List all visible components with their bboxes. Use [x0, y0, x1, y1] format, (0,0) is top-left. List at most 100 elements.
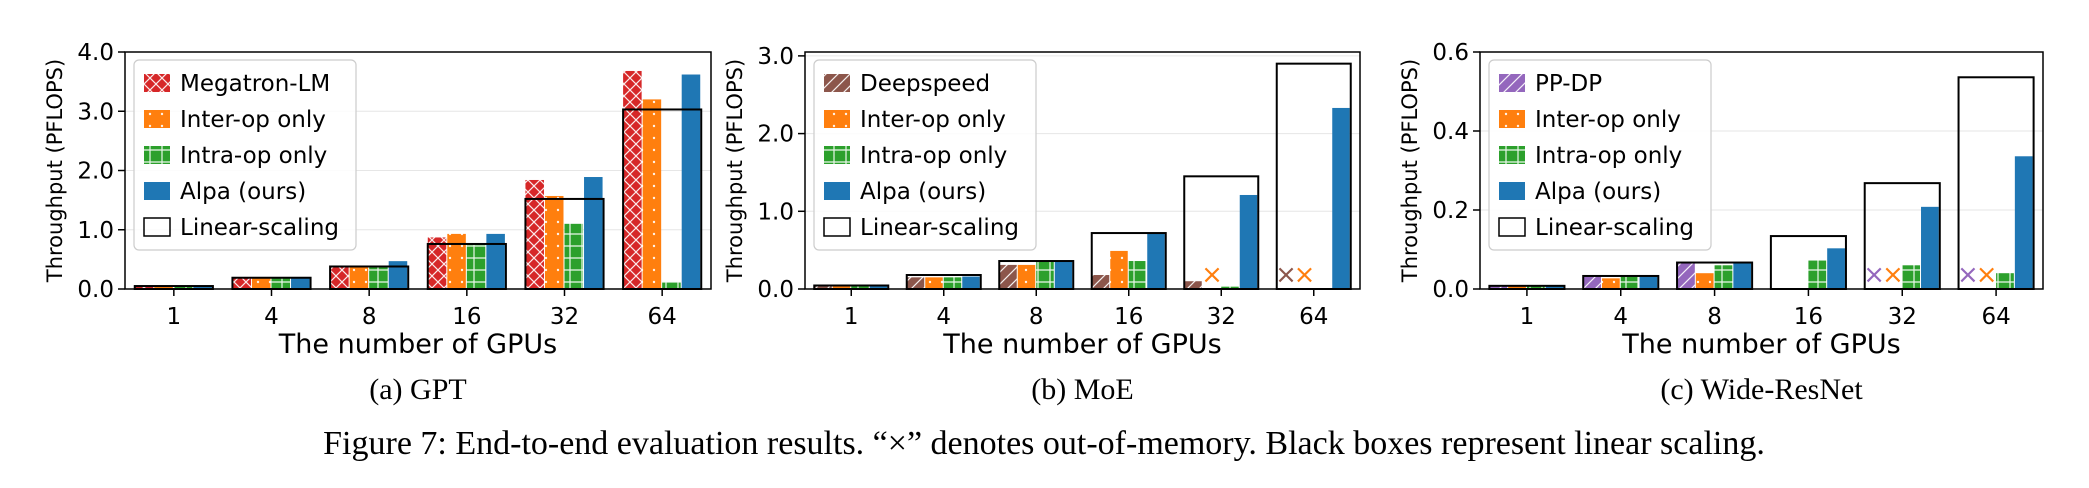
- y-tick-label: 0.0: [77, 277, 114, 303]
- bar-inter-op-only-4: [925, 277, 943, 289]
- bar-intra-op-only-1: [1526, 285, 1545, 289]
- legend-frame: [133, 59, 357, 251]
- bar-intra-op-only-1: [851, 285, 869, 289]
- x-tick-label: 64: [1981, 304, 2010, 330]
- x-tick-label: 8: [362, 304, 377, 330]
- x-axis-label: The number of GPUs: [942, 329, 1221, 360]
- bar-intra-op-only-4: [1620, 275, 1639, 289]
- bar-alpa-ours-1: [193, 286, 212, 289]
- bar-intra-op-only-4: [943, 277, 962, 289]
- legend-frame: [1488, 59, 1712, 251]
- bar-deepspeed-8: [999, 264, 1017, 289]
- legend-label-linear-scaling: Linear-scaling: [180, 215, 339, 241]
- oom-marker: ×: [1275, 260, 1297, 290]
- bar-alpa-ours-64: [2014, 156, 2033, 289]
- x-tick-label: 4: [1613, 304, 1628, 330]
- bar-pp-dp-4: [1583, 275, 1601, 289]
- bar-intra-op-only-1: [173, 286, 193, 289]
- y-tick-label: 2.0: [757, 122, 794, 148]
- legend-swatch-linear-scaling: [143, 217, 171, 237]
- bar-intra-op-only-32: [564, 223, 584, 289]
- x-tick-label: 4: [936, 304, 951, 330]
- legend-label-intra-op-only: Intra-op only: [1535, 143, 1682, 169]
- legend-label-pp-dp: PP-DP: [1535, 71, 1602, 97]
- y-tick-label: 3.0: [757, 44, 794, 70]
- bar-alpa-ours-64: [681, 74, 701, 289]
- bar-deepspeed-1: [814, 285, 832, 289]
- bar-megatron-lm-4: [232, 277, 251, 289]
- legend-swatch-alpa-ours: [1499, 182, 1525, 200]
- bar-inter-op-only-4: [1601, 278, 1620, 289]
- bar-alpa-ours-32: [1239, 194, 1258, 289]
- bar-intra-op-only-8: [369, 267, 388, 289]
- panel-subcaption: (c) Wide-ResNet: [1660, 373, 1863, 406]
- x-tick-label: 64: [1299, 304, 1328, 330]
- bar-megatron-lm-16: [427, 237, 447, 289]
- x-tick-label: 4: [264, 304, 279, 330]
- legend-label-megatron-lm: Megatron-LM: [180, 71, 330, 97]
- y-tick-label: 2.0: [77, 159, 114, 185]
- bar-intra-op-only-4: [271, 277, 291, 289]
- bar-inter-op-only-1: [832, 285, 851, 289]
- bar-pp-dp-1: [1489, 285, 1508, 289]
- y-tick-label: 0.6: [1432, 40, 1469, 66]
- legend-label-intra-op-only: Intra-op only: [860, 143, 1007, 169]
- legend-label-deepspeed: Deepspeed: [860, 71, 990, 97]
- bar-alpa-ours-1: [1545, 285, 1564, 289]
- x-tick-label: 32: [550, 304, 579, 330]
- x-tick-label: 8: [1707, 304, 1722, 330]
- legend-label-inter-op-only: Inter-op only: [1535, 107, 1681, 133]
- legend-swatch-inter-op-only: [824, 110, 850, 128]
- bar-alpa-ours-1: [869, 285, 888, 289]
- bar-alpa-ours-4: [962, 276, 980, 289]
- bar-inter-op-only-4: [251, 277, 271, 289]
- legend-swatch-alpa-ours: [144, 182, 170, 200]
- oom-marker: ×: [1882, 260, 1904, 290]
- legend-swatch-inter-op-only: [1499, 110, 1525, 128]
- bar-alpa-ours-4: [1639, 275, 1658, 289]
- bar-intra-op-only-16: [1128, 261, 1147, 289]
- x-axis-label: The number of GPUs: [1621, 329, 1900, 360]
- bar-intra-op-only-32: [1902, 265, 1921, 289]
- bar-alpa-ours-64: [1332, 107, 1350, 289]
- bar-alpa-ours-8: [1733, 263, 1752, 289]
- legend-swatch-linear-scaling: [1498, 217, 1526, 237]
- legend-label-intra-op-only: Intra-op only: [180, 143, 327, 169]
- bar-megatron-lm-1: [134, 286, 154, 289]
- oom-marker: ×: [1201, 260, 1223, 290]
- x-tick-label: 1: [167, 304, 182, 330]
- bar-alpa-ours-16: [1147, 233, 1165, 289]
- legend-swatch-intra-op-only: [1499, 146, 1525, 164]
- oom-marker: ×: [1294, 260, 1316, 290]
- panel-subcaption: (a) GPT: [369, 373, 466, 406]
- legend-frame: [813, 59, 1037, 251]
- legend-label-linear-scaling: Linear-scaling: [1535, 215, 1694, 241]
- panel-subcaption: (b) MoE: [1031, 373, 1133, 406]
- axes-frame: [804, 51, 1361, 290]
- legend-label-linear-scaling: Linear-scaling: [860, 215, 1019, 241]
- x-axis-label: The number of GPUs: [278, 329, 557, 360]
- x-tick-label: 16: [1794, 304, 1823, 330]
- legend-label-inter-op-only: Inter-op only: [180, 107, 326, 133]
- oom-marker: ×: [1976, 260, 1998, 290]
- bar-alpa-ours-8: [1054, 261, 1073, 289]
- bar-inter-op-only-16: [447, 233, 466, 289]
- bar-deepspeed-4: [906, 277, 925, 289]
- bar-intra-op-only-32: [1221, 286, 1239, 289]
- bar-alpa-ours-16: [486, 233, 505, 289]
- x-tick-label: 16: [1114, 304, 1143, 330]
- x-tick-label: 32: [1888, 304, 1917, 330]
- bar-alpa-ours-4: [291, 277, 310, 289]
- legend-swatch-megatron-lm: [144, 74, 170, 92]
- oom-marker: ×: [1957, 260, 1979, 290]
- axes-frame: [1479, 51, 2044, 290]
- bar-inter-op-only-1: [1508, 285, 1526, 289]
- y-tick-label: 0.2: [1432, 198, 1469, 224]
- legend-swatch-inter-op-only: [144, 110, 170, 128]
